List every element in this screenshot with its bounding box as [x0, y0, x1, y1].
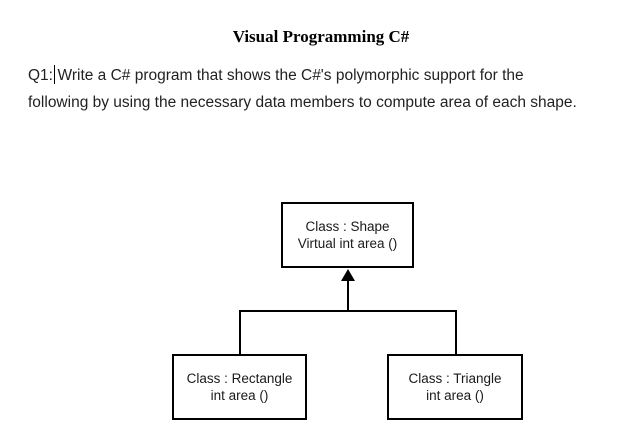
- question-line-1-text: Write a C# program that shows the C#'s p…: [57, 67, 524, 84]
- question-label: Q1:: [28, 67, 53, 84]
- connector-right-drop-line: [455, 310, 457, 355]
- connector-stem-line: [347, 278, 349, 312]
- inheritance-arrowhead-icon: [341, 269, 355, 281]
- class-box-shape-method: Virtual int area (): [297, 236, 398, 251]
- class-box-shape-name: Class : Shape: [305, 219, 390, 234]
- text-cursor: [53, 65, 56, 84]
- question-line-1: Q1:Write a C# program that shows the C#'…: [28, 63, 632, 90]
- class-box-shape: Class : Shape Virtual int area (): [281, 202, 414, 268]
- connector-left-drop-line: [239, 310, 241, 355]
- class-box-rectangle-method: int area (): [210, 388, 269, 403]
- class-box-triangle: Class : Triangle int area (): [387, 354, 523, 420]
- class-box-rectangle-name: Class : Rectangle: [186, 371, 293, 386]
- class-box-triangle-name: Class : Triangle: [408, 371, 502, 386]
- class-box-triangle-method: int area (): [426, 388, 484, 403]
- connector-horizontal-line: [239, 310, 457, 312]
- question-line-2: following by using the necessary data me…: [28, 93, 577, 111]
- question-paragraph[interactable]: Q1:Write a C# program that shows the C#'…: [28, 63, 632, 116]
- page-title: Visual Programming C#: [232, 27, 410, 46]
- class-box-rectangle: Class : Rectangle int area (): [172, 354, 307, 420]
